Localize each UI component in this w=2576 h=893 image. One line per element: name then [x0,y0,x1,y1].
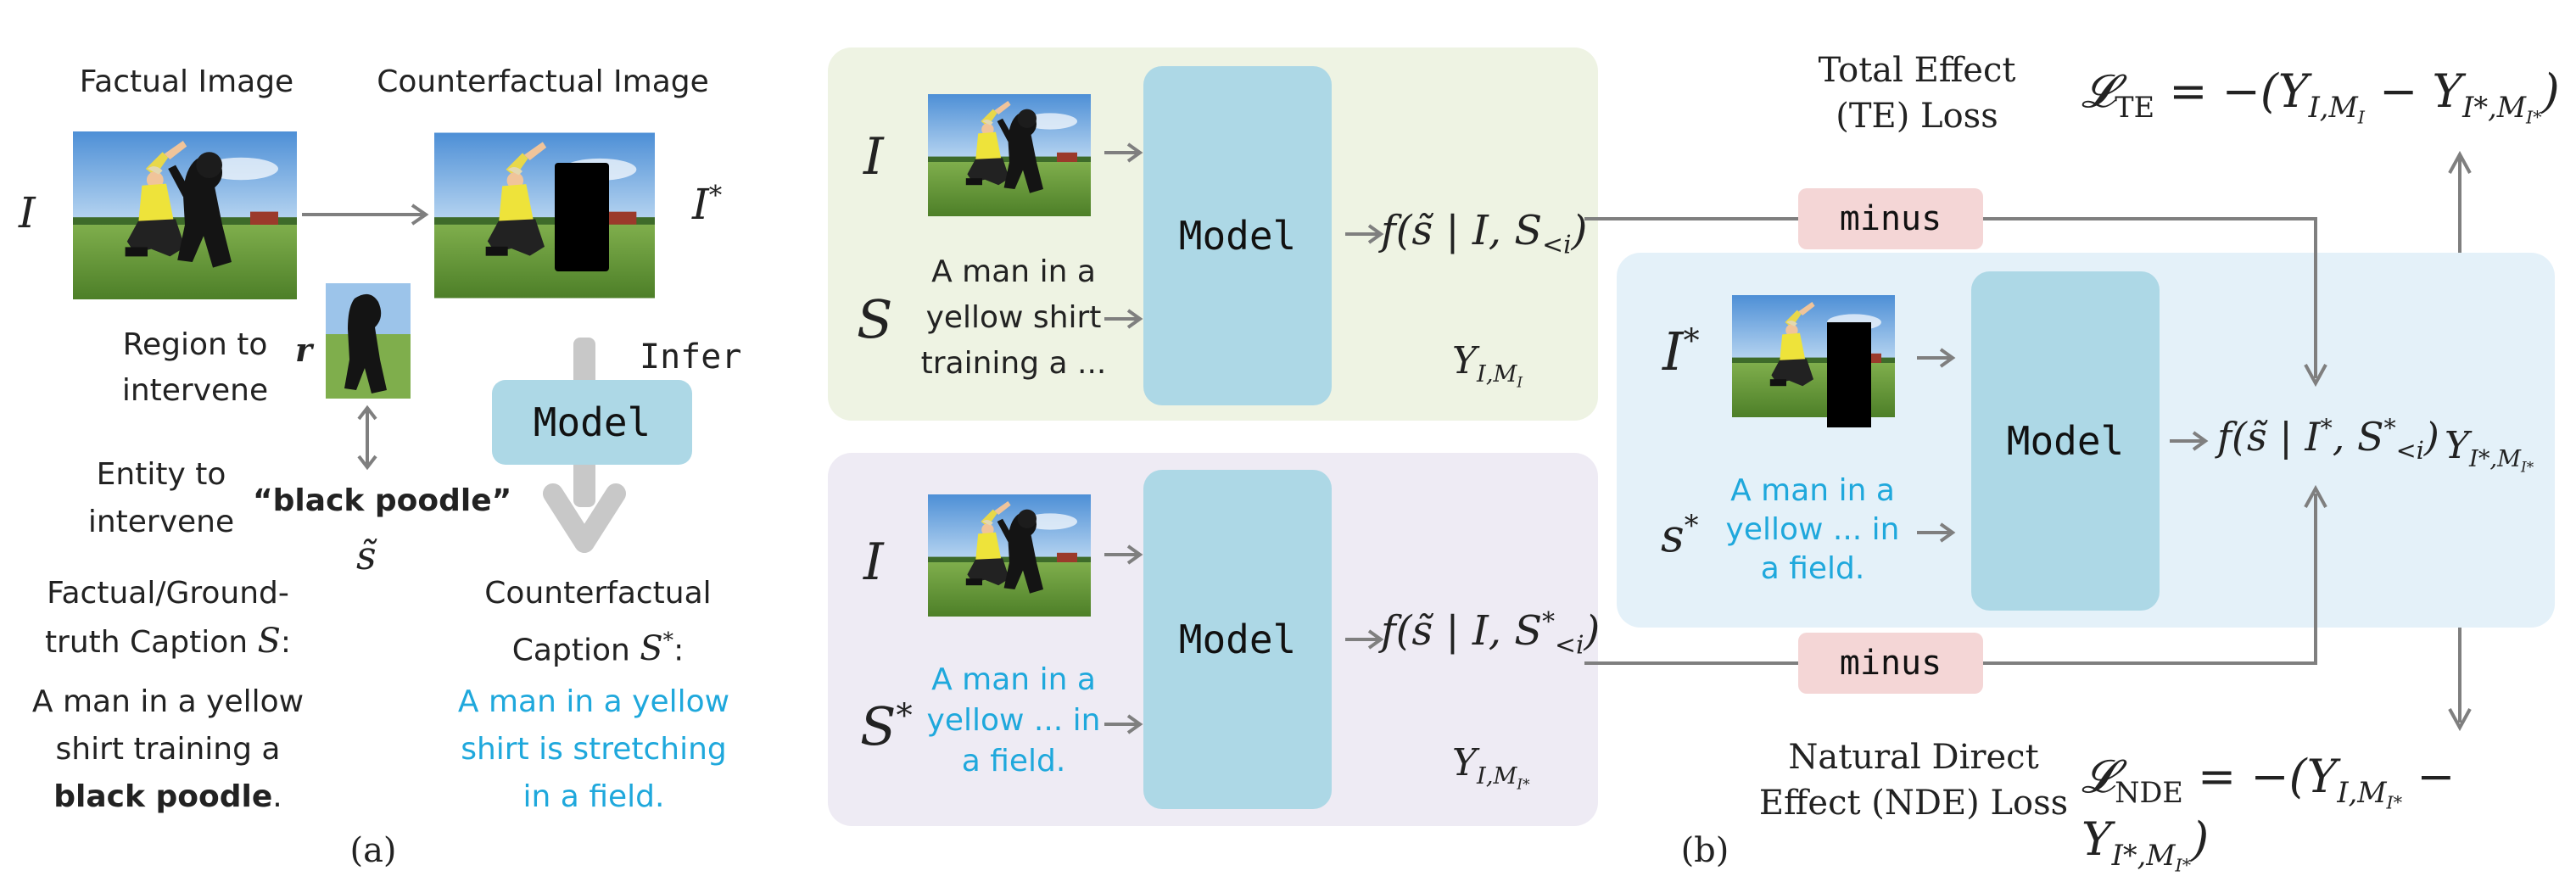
counterfactual-image-title: Counterfactual Image [377,64,709,99]
top-caption: A man in a yellow shirt training a ... [920,254,1107,381]
arrow-icon [302,204,429,226]
counterfactual-caption-label: Counterfactual Caption S*: [484,576,712,669]
nde-title: Natural Direct Effect (NDE) Loss [1758,738,2069,823]
model-box-a: Model [492,380,692,465]
symbol-r: r [295,331,313,369]
right-y-label: YI*,MI* [2445,424,2534,476]
arrow-icon [1345,629,1384,650]
infer-label: Infer [640,338,742,377]
region-crop-image [326,283,411,399]
right-caption: A man in a yellow ... in a field. [1725,473,1900,586]
factual-caption-text: A man in a yellow shirt training a black… [31,684,305,814]
bottom-caption: A man in a yellow ... in a field. [926,662,1101,779]
entity-value: “black poodle” [253,483,512,518]
arrow-icon [1345,224,1384,244]
factual-caption-label: Factual/Ground-truth Caption S: [44,576,292,661]
counterfactual-image [434,132,655,299]
minus-box-top: minus [1798,188,1983,249]
entity-label: Entity to intervene [87,457,235,539]
bottom-y-label: YI,MI* [1452,741,1530,793]
arrow-icon [1917,348,1956,368]
right-symbol-s-star: s* [1661,509,1699,562]
top-y-label: YI,MI [1452,339,1523,391]
arrow-icon [2170,431,2209,451]
symbol-I-star: I* [692,180,723,229]
panel-b-label: (b) [1680,831,1729,870]
arrow-icon [1104,309,1143,329]
arrow-icon [1104,142,1143,163]
top-output: f(s̃ | I, S<i) [1381,207,1588,260]
counterfactual-caption-text: A man in a yellow shirt is stretching in… [457,684,730,814]
right-symbol-I-star: I* [1662,321,1700,382]
bottom-factual-image [928,494,1091,617]
panel-a-label: (a) [349,831,397,870]
top-symbol-S: S [857,288,893,350]
bottom-symbol-I: I [863,533,884,592]
nde-formula: 𝓛NDE = −(YI,MI* − YI*,MI*) [2081,750,2456,876]
region-label: Region to intervene [121,327,269,408]
arrow-icon [1917,522,1956,543]
factual-image-title: Factual Image [79,64,294,99]
arrow-icon [1104,714,1143,734]
bottom-symbol-S-star: S* [860,695,913,757]
model-box-bottom: Model [1143,470,1332,809]
te-formula: 𝓛TE = −(YI,MI − YI*,MI*) [2081,64,2560,128]
model-box-top: Model [1143,66,1332,405]
symbol-I: I [19,188,36,237]
top-factual-image [928,94,1091,216]
bottom-output: f(s̃ | I, S*<i) [1381,607,1601,661]
factual-caption-entity: black poodle [53,779,273,814]
symbol-s-tilde: s̃ [356,533,377,578]
model-box-right: Model [1971,271,2160,611]
minus-box-bottom: minus [1798,633,1983,694]
right-counterfactual-image [1732,295,1895,427]
double-arrow-icon [357,405,377,471]
te-title: Total Effect (TE) Loss [1818,51,2016,136]
top-symbol-I: I [863,127,884,187]
arrow-icon [1104,544,1143,565]
right-output: f(s̃ | I*, S*<i) [2217,414,2439,466]
